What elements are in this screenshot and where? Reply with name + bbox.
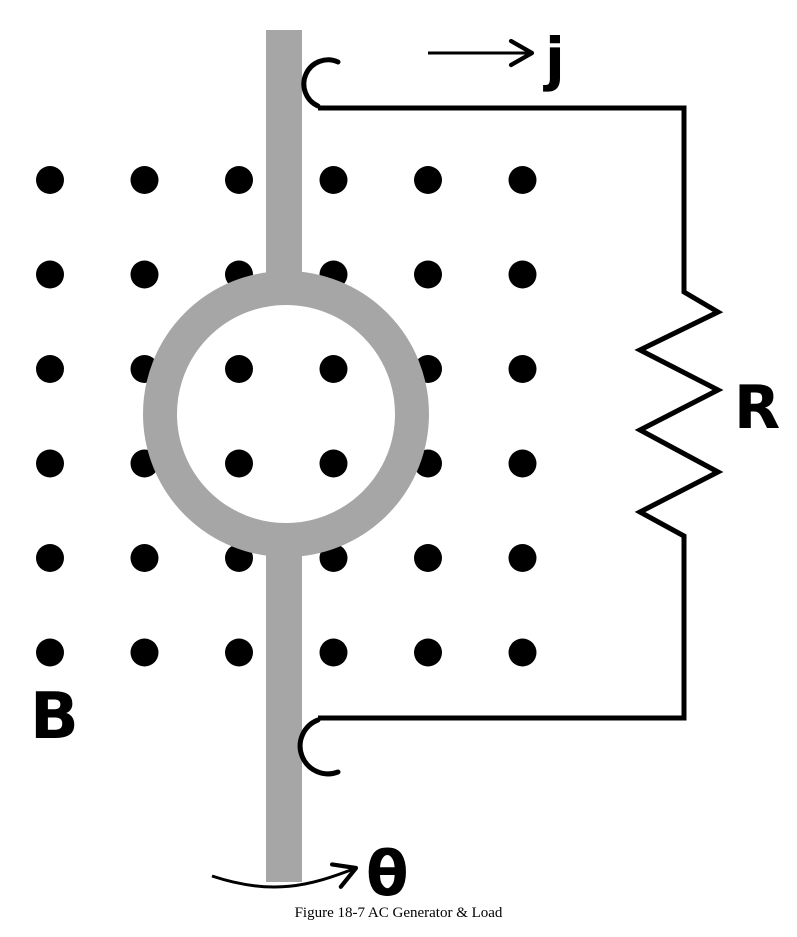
magnetic-field-dots <box>36 166 537 667</box>
field-dot <box>225 449 253 478</box>
field-dot <box>508 449 537 478</box>
field-dot <box>130 544 159 572</box>
axle-bottom <box>266 540 302 882</box>
field-dot <box>36 166 64 194</box>
current-label: j <box>543 25 565 93</box>
brush-top <box>301 57 341 109</box>
axle-top <box>266 30 302 290</box>
brush-bottom <box>297 717 341 777</box>
field-label: B <box>30 680 79 754</box>
field-dot <box>508 166 537 194</box>
field-dot <box>36 544 64 572</box>
field-dot <box>225 166 253 194</box>
resistor-label: R <box>734 373 780 443</box>
field-dot <box>225 355 253 383</box>
field-dot <box>36 449 64 478</box>
field-dot <box>414 166 442 194</box>
field-dot <box>414 260 442 289</box>
field-dot <box>508 260 537 289</box>
field-dot <box>130 260 159 289</box>
field-dot <box>319 355 348 383</box>
field-dot <box>319 166 348 194</box>
angle-label: θ <box>366 837 409 910</box>
field-dot <box>508 638 537 667</box>
field-dot <box>36 355 64 383</box>
field-dot <box>508 355 537 383</box>
field-dot <box>414 544 442 572</box>
armature-loop <box>143 271 429 557</box>
field-dot <box>36 638 64 667</box>
field-dot <box>508 544 537 572</box>
field-dot <box>130 166 159 194</box>
rotation-arrow <box>211 862 359 889</box>
figure-caption: Figure 18-7 AC Generator & Load <box>294 905 503 921</box>
field-dot <box>319 449 348 478</box>
field-dot <box>414 638 442 667</box>
field-dot <box>319 638 348 667</box>
circuit-wire <box>318 105 724 721</box>
field-dot <box>36 260 64 289</box>
field-dot <box>130 638 159 667</box>
field-dot <box>225 638 253 667</box>
